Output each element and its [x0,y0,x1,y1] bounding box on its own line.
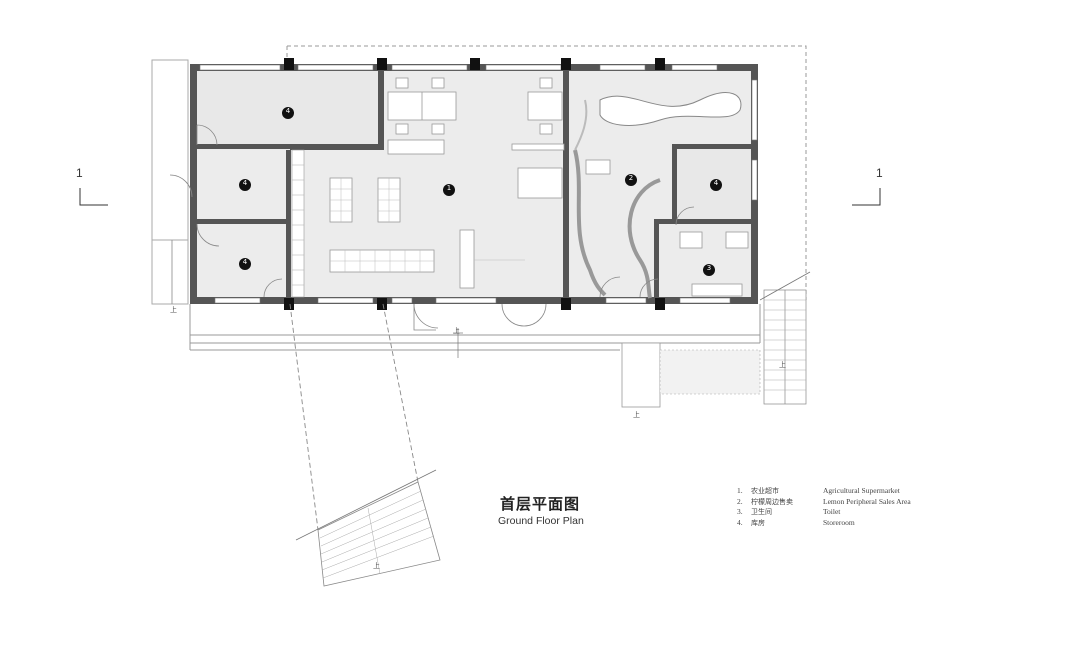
section-number-right: 1 [876,166,883,180]
roof-outline [286,45,807,300]
room-label-supermarket: 1 [446,184,452,192]
legend-label-zh: 库房 [751,518,765,527]
legend-label-en: Agricultural Supermarket [823,486,900,495]
room-label-storeroom-d: 4 [713,179,719,187]
up-mark-left: 上 [170,306,177,314]
curved-wall-mid [574,99,588,151]
up-mark-patio: 上 [633,411,640,419]
up-mark-right-stairs: 上 [779,361,786,369]
section-number-left: 1 [76,166,83,180]
room-label-storeroom-c: 4 [242,258,248,266]
up-mark-entrance: 上 [453,327,460,335]
legend-label-zh: 柠檬周边售卖 [751,497,793,506]
room-markers [239,107,722,276]
windows [199,64,758,304]
legend-row: 2. 柠檬周边售卖 Lemon Peripheral Sales Area [737,497,911,508]
room-label-storeroom-b: 4 [242,179,248,187]
curved-display-top [599,92,742,126]
approach-path [289,303,419,531]
curved-wall-right [627,178,661,299]
section-mark-left [79,188,108,206]
room-label-storeroom-a: 4 [285,107,291,115]
room-label-toilet: 3 [706,264,712,272]
right-stairs [763,289,807,405]
plan-title-zh: 首层平面图 [500,495,581,513]
legend-number: 4. [737,517,743,527]
legend-label-en: Lemon Peripheral Sales Area [823,496,911,506]
columns [284,58,665,310]
legend-number: 2. [737,496,743,506]
legend-number: 1. [737,486,743,495]
legend-label-zh: 卫生间 [751,508,772,516]
legend-label-en: Toilet [823,507,841,516]
legend-row: 1. 农业超市 Agricultural Supermarket [737,486,911,497]
legend-label-zh: 农业超市 [751,487,779,495]
legend-row: 3. 卫生间 Toilet [737,507,911,518]
up-mark-bottom-stairs: 上 [373,562,380,570]
patio [621,342,761,408]
doors [169,124,695,331]
legend-label-en: Storeroom [823,517,855,527]
curved-wall-left [573,149,607,297]
plan-title-en: Ground Floor Plan [498,515,584,527]
legend-number: 3. [737,507,743,516]
section-mark-right [852,188,881,206]
interior-walls [190,64,758,304]
terrace [189,304,761,351]
legend-row: 4. 库房 Storeroom [737,518,911,529]
left-ramp [151,59,189,305]
room-label-lemon-sales: 2 [628,174,634,182]
bottom-stairs [317,481,441,587]
stair-strip [291,149,305,298]
legend: 1. 农业超市 Agricultural Supermarket 2. 柠檬周边… [737,486,911,528]
